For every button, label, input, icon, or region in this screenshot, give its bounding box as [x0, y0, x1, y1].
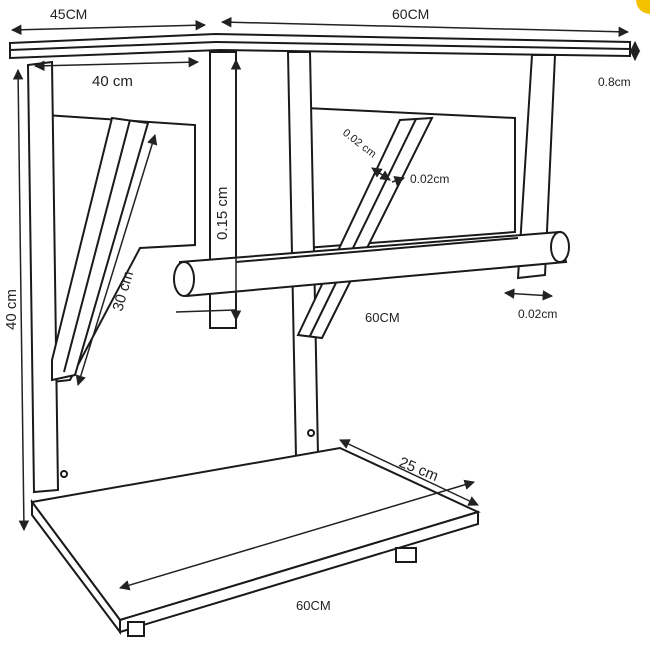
label-top-depth: 45CM: [50, 6, 87, 22]
label-brace-thickness-b: 0.02cm: [410, 172, 449, 186]
dim-top-width: [220, 16, 630, 38]
rail-end-right: [550, 231, 570, 263]
top-board-edge: [215, 41, 631, 50]
dim-height: [12, 68, 30, 532]
shelf-foot: [127, 621, 145, 637]
shelf-foot: [395, 547, 417, 563]
dim-shelf-width: [118, 479, 476, 591]
left-back-post: [26, 60, 60, 494]
label-shelf-width: 60CM: [296, 598, 331, 613]
dimensions: [10, 16, 641, 591]
label-top-width: 60CM: [392, 6, 429, 22]
screw-hole: [60, 470, 68, 478]
dim-brace-length: [75, 133, 158, 387]
accent-corner: [636, 0, 650, 14]
dim-rail-left: [175, 309, 236, 313]
top-board-edge: [9, 41, 217, 51]
dim-top-depth: [10, 19, 207, 36]
screw-hole: [307, 429, 315, 437]
rail-end-left: [173, 261, 195, 297]
rail-line: [235, 237, 519, 263]
bottom-shelf: [30, 446, 481, 637]
front-right-post: [516, 54, 557, 280]
label-height: 40 cm: [3, 289, 20, 330]
dim-brace-thickness-b: [391, 176, 405, 186]
label-inner-width: 40 cm: [92, 73, 133, 90]
dim-brace-thickness-a: [371, 167, 391, 181]
label-post-size: 0.15 cm: [214, 187, 231, 240]
label-rail-length: 60CM: [365, 310, 400, 325]
label-top-thickness: 0.8cm: [598, 75, 631, 89]
label-leg-gap: 0.02cm: [518, 307, 557, 321]
right-brace-edge: [309, 118, 417, 337]
rail: [173, 230, 570, 298]
dim-inner-width: [33, 56, 200, 72]
top-board: [9, 32, 631, 60]
dim-leg-gap: [503, 288, 554, 301]
